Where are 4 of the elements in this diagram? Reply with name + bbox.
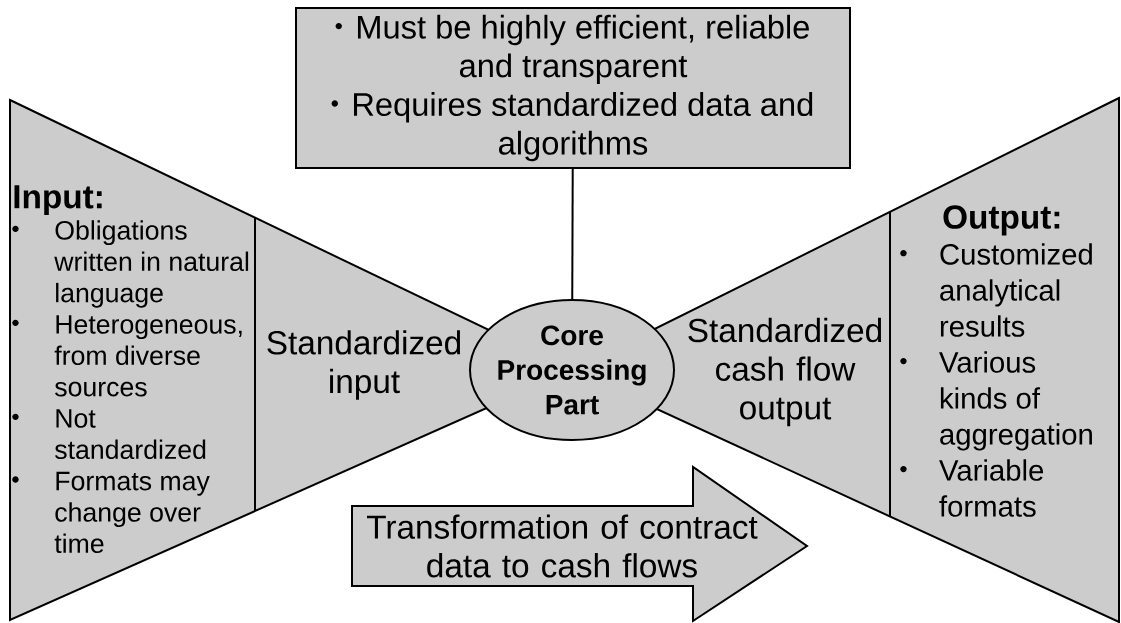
section-label: Standardized cash flow output: [688, 317, 882, 427]
connector-line: [571, 168, 574, 300]
section-label: Standardized input: [267, 330, 461, 400]
note-box: Must be highly efficient, reliable and transparent Requires standardized data and algorithms: [295, 7, 851, 169]
